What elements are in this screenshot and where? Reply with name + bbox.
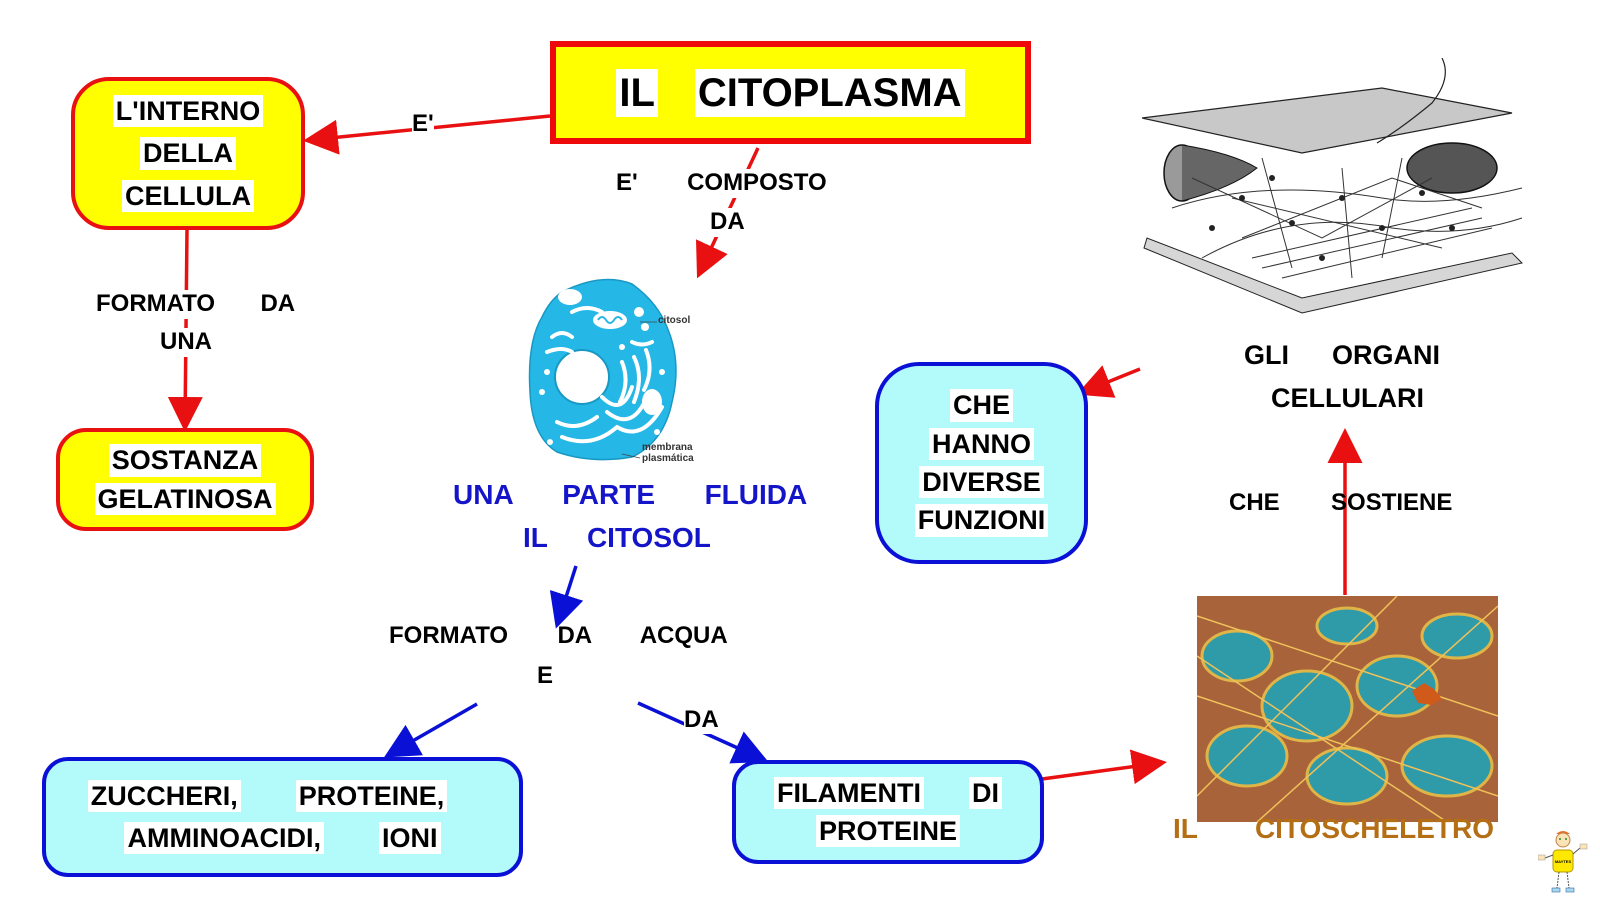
arrow-filamenti-to-citoscheletro xyxy=(1041,749,1167,785)
link-word: CHE xyxy=(1229,489,1280,516)
node-text: DIVERSE xyxy=(919,466,1044,499)
arrow-organi-to-funzioni xyxy=(1076,365,1141,398)
nucleus xyxy=(554,349,610,405)
node-sostanza-gelatinosa[interactable]: SOSTANZA GELATINOSA xyxy=(56,428,314,531)
node-text: GELATINOSA xyxy=(94,482,276,515)
link-label-che-sostiene: CHE SOSTIENE xyxy=(1229,489,1452,517)
link-label-e: E xyxy=(537,662,554,689)
link-word: SOSTIENE xyxy=(1331,489,1453,516)
link-label-una: UNA xyxy=(157,328,215,357)
link-label-da: DA xyxy=(707,208,748,237)
link-word: FORMATO xyxy=(93,290,219,319)
drawing-bottom-plane xyxy=(1143,237,1523,314)
text-una-parte-fluida: UNA PARTE FLUIDA xyxy=(453,479,807,511)
node-text: PROTEINE, xyxy=(295,779,448,812)
node-interno-della-cellula[interactable]: L'INTERNO DELLA CELLULA xyxy=(71,77,305,230)
link-word: ACQUA xyxy=(639,622,728,649)
cell-label-citosol: citosol xyxy=(658,315,691,326)
title-word: IL xyxy=(616,68,658,117)
link-word: DA xyxy=(707,208,748,237)
mascot-logo: MAYTES xyxy=(1537,828,1588,908)
text-word: PARTE xyxy=(562,479,656,510)
node-zuccheri-proteine[interactable]: ZUCCHERI, PROTEINE, AMMINOACIDI, IONI xyxy=(42,757,523,877)
text-il-citoscheletro: IL CITOSCHELETRO xyxy=(1173,813,1494,845)
link-word: DA xyxy=(257,290,299,319)
node-text: CHE xyxy=(949,389,1013,422)
text-word: IL xyxy=(523,522,548,553)
node-text: IONI xyxy=(379,822,441,855)
link-label-formato-acqua: FORMATO DA ACQUA xyxy=(389,622,728,650)
node-il-citoplasma[interactable]: IL CITOPLASMA xyxy=(550,41,1031,144)
mitochondrion xyxy=(593,311,627,329)
title-word: CITOPLASMA xyxy=(694,68,965,117)
link-word: UNA xyxy=(157,328,215,357)
text-gli-organi: GLI ORGANI xyxy=(1244,340,1440,371)
node-text: PROTEINE xyxy=(815,815,961,848)
link-word: DA xyxy=(557,622,592,649)
link-word: COMPOSTO xyxy=(684,169,830,198)
link-label-composto: E' COMPOSTO xyxy=(613,169,830,198)
node-text: SOSTANZA xyxy=(108,444,262,477)
node-text: DI xyxy=(969,776,1002,809)
text-word: GLI xyxy=(1244,340,1289,370)
link-word: FORMATO xyxy=(389,622,509,649)
cytoskeleton-micrograph xyxy=(1197,596,1498,822)
node-text: DELLA xyxy=(140,137,236,170)
drawing-top-plane xyxy=(1141,87,1513,154)
node-text: ZUCCHERI, xyxy=(87,779,241,812)
arrow-citosol-to-formato xyxy=(549,565,584,629)
node-filamenti-di-proteine[interactable]: FILAMENTI DI PROTEINE xyxy=(732,760,1044,864)
link-label-da: DA xyxy=(684,706,719,734)
text-il-citosol: IL CITOSOL xyxy=(523,522,711,554)
text-word: CITOSOL xyxy=(586,522,711,553)
text-word: IL xyxy=(1173,813,1198,844)
text-word: CITOSCHELETRO xyxy=(1254,813,1495,844)
node-che-hanno-diverse-funzioni[interactable]: CHE HANNO DIVERSE FUNZIONI xyxy=(875,362,1088,564)
node-text: FILAMENTI xyxy=(773,776,924,809)
mascot-shirt-text: MAYTES xyxy=(1555,859,1572,864)
node-text: CELLULA xyxy=(122,179,254,213)
text-word: FLUIDA xyxy=(704,479,808,510)
cell-label-membrana: membrana xyxy=(642,442,693,453)
cell-label-plasmatica: plasmática xyxy=(642,453,694,464)
drawing-organelle-right xyxy=(1406,142,1498,194)
text-word: UNA xyxy=(453,479,513,510)
arrow-interno-to-sostanza xyxy=(167,229,203,432)
link-label-e: E' xyxy=(412,110,434,138)
link-word: E' xyxy=(613,169,641,198)
node-text: HANNO xyxy=(929,427,1034,460)
node-text: AMMINOACIDI, xyxy=(124,822,324,855)
node-text: L'INTERNO xyxy=(112,94,264,128)
node-text: FUNZIONI xyxy=(914,504,1049,537)
arrow-formato-to-zuccheri xyxy=(383,702,478,758)
link-label-formato: FORMATO DA xyxy=(93,290,299,319)
text-cellulari: CELLULARI xyxy=(1271,383,1424,413)
cytoskeleton-drawing xyxy=(1141,57,1562,338)
cell-illustration: citosol membrana plasmática xyxy=(522,272,718,467)
text-word: ORGANI xyxy=(1332,340,1441,370)
